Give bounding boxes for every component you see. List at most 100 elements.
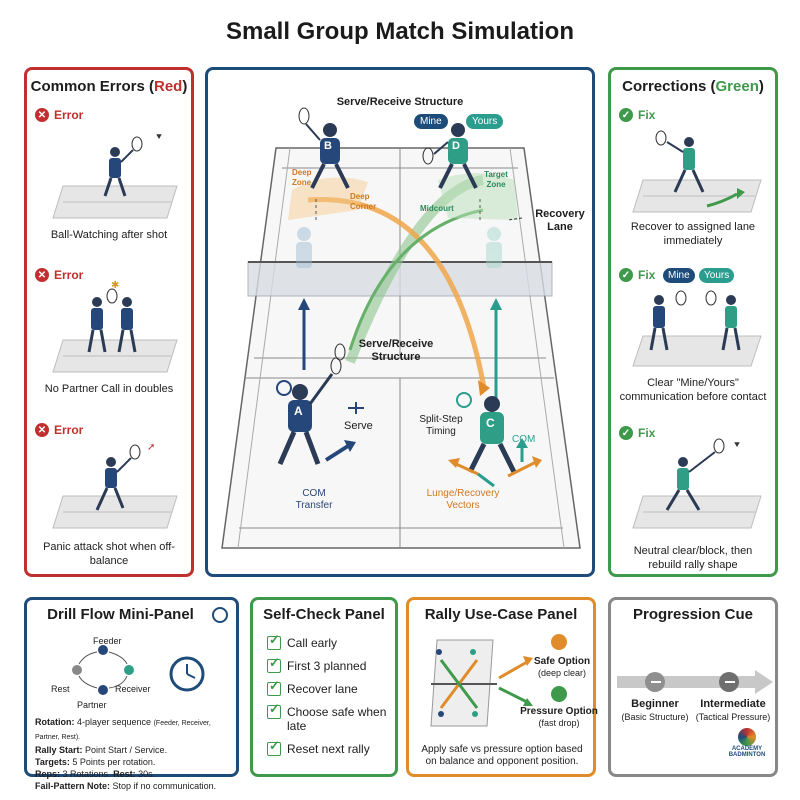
- drill-cycle-diagram: [72, 645, 205, 695]
- arc-orange: [307, 197, 487, 389]
- fix-caption-2: Clear "Mine/Yours" communication before …: [619, 377, 767, 403]
- mine-bubble: Mine: [663, 268, 695, 283]
- intermediate-label: Intermediate: [700, 698, 766, 710]
- cycle-rest: Rest: [51, 684, 70, 694]
- cycle-partner: Partner: [77, 700, 107, 710]
- fix-tag-2: ✓ Fix: [619, 268, 655, 282]
- side-line-left: [237, 147, 291, 549]
- side-line-right: [509, 147, 565, 549]
- x-icon: ✕: [35, 268, 49, 282]
- fix-illustration-3: ⯆: [632, 438, 762, 529]
- yours-bubble: Yours: [466, 114, 504, 129]
- drill-heading: Drill Flow Mini-Panel: [47, 606, 194, 623]
- check-icon: ✓: [619, 108, 633, 122]
- intermediate-sub: (Tactical Pressure): [695, 712, 771, 722]
- checkbox-icon[interactable]: [267, 702, 281, 719]
- safe-option-label: Safe Option: [533, 656, 591, 667]
- check-item[interactable]: Choose safe when late: [267, 702, 391, 733]
- mid-structure-label: Serve/Receive Structure: [358, 338, 434, 363]
- court-svg: [221, 107, 581, 549]
- rally-use-case-panel: Rally Use-Case Panel Safe Option (deep c…: [406, 597, 598, 777]
- check-item[interactable]: Reset next rally: [267, 739, 391, 756]
- fix-tag-3: ✓ Fix: [619, 426, 655, 440]
- x-icon: ✕: [35, 423, 49, 437]
- recovery-lane-label: Recovery Lane: [535, 208, 585, 233]
- academy-logo: ACADEMY BADMINTON: [719, 728, 775, 772]
- rotate-icon: [169, 656, 205, 692]
- errors-heading: Common Errors (Red): [30, 78, 188, 95]
- progression-panel: Progression Cue Beginner (Basic Structur…: [608, 597, 778, 777]
- drill-line-fail-pattern: Fail-Pattern Note: Stop if no communicat…: [35, 781, 217, 791]
- error-tag-3: ✕ Error: [35, 423, 83, 437]
- drill-lines: Rotation: 4-player sequence (Feeder, Rec…: [35, 716, 235, 792]
- target-icon: [551, 686, 567, 702]
- svg-text:✱: ✱: [111, 280, 119, 291]
- player-a-label: A: [294, 404, 303, 418]
- com-transfer-label: COM Transfer: [295, 488, 333, 511]
- clock-icon: [212, 607, 228, 623]
- drill-line-reps: Reps: 3 Rotations. Rest: 30s.: [35, 769, 156, 779]
- lunge-recovery-label: Lunge/Recovery Vectors: [426, 488, 500, 511]
- progression-arrow: [617, 670, 773, 694]
- pressure-option-label: Pressure Option: [520, 706, 598, 717]
- checkbox-icon[interactable]: [267, 679, 281, 696]
- check-item[interactable]: Recover lane: [267, 679, 391, 696]
- check-item[interactable]: Call early: [267, 633, 391, 650]
- fix-illustration-1: [632, 130, 762, 213]
- yours-bubble: Yours: [699, 268, 735, 283]
- check-item[interactable]: First 3 planned: [267, 656, 391, 673]
- player-a-body: [288, 400, 312, 432]
- logo-icon: [738, 728, 756, 746]
- checkbox-icon[interactable]: [267, 633, 281, 650]
- serve-label: Serve: [344, 420, 373, 432]
- net: [247, 261, 553, 297]
- split-step-label: Split-Step Timing: [419, 414, 463, 437]
- cycle-receiver: Receiver: [115, 684, 151, 694]
- player-d-body: [448, 138, 468, 164]
- scale-icon: [551, 634, 567, 650]
- error-caption-2: No Partner Call in doubles: [44, 383, 174, 395]
- drill-flow-panel: Drill Flow Mini-Panel Feeder Receiver Pa…: [24, 597, 239, 791]
- common-errors-panel: Common Errors (Red) ✕ Error ⯆ Ball-Watch…: [24, 67, 194, 577]
- corrections-panel: Corrections (Green) ✓ Fix Recover to ass…: [608, 67, 778, 577]
- error-tag-1: ✕ Error: [35, 108, 83, 122]
- progression-heading: Progression Cue: [632, 606, 754, 623]
- top-structure-label: Serve/Receive Structure: [336, 96, 464, 108]
- beginner-sub: (Basic Structure): [621, 712, 689, 722]
- court-diagram-panel: Serve/Receive Structure Mine Yours B D D…: [205, 67, 595, 577]
- midcourt-label: Midcourt: [420, 204, 454, 213]
- player-c-label: C: [486, 416, 495, 430]
- ghost-figures: [296, 227, 502, 268]
- checkbox-icon[interactable]: [267, 656, 281, 673]
- stopwatch-icon: [276, 380, 292, 396]
- check-icon: ✓: [619, 426, 633, 440]
- drill-line-targets: Targets: 5 Points per rotation.: [35, 757, 156, 767]
- fix-caption-3: Neutral clear/block, then rebuild rally …: [633, 545, 753, 571]
- safe-option-sub: (deep clear): [537, 668, 587, 678]
- rally-heading: Rally Use-Case Panel: [424, 606, 578, 623]
- x-icon: ✕: [35, 108, 49, 122]
- mine-bubble: Mine: [414, 114, 448, 129]
- cycle-feeder: Feeder: [93, 636, 122, 646]
- rally-caption: Apply safe vs pressure option based on b…: [421, 744, 583, 767]
- svg-text:➚: ➚: [147, 442, 155, 453]
- target-zone-shade: [438, 173, 518, 220]
- beginner-label: Beginner: [631, 698, 679, 710]
- error-tag-2: ✕ Error: [35, 268, 83, 282]
- check-icon: ✓: [619, 268, 633, 282]
- deep-zone-label: Deep Zone: [292, 168, 312, 187]
- error-caption-3: Panic attack shot when off-balance: [43, 541, 175, 567]
- corrections-heading: Corrections (Green): [622, 78, 764, 95]
- error-caption-1: Ball-Watching after shot: [50, 229, 168, 241]
- error-illustration-3: ➚: [52, 442, 178, 529]
- com-label: COM: [512, 434, 536, 445]
- deep-corner-label: Deep Corner: [350, 192, 377, 211]
- error-illustration-1: ⯆: [52, 132, 178, 219]
- rally-diagram: [430, 634, 567, 727]
- player-c-body: [480, 412, 504, 444]
- checkbox-icon[interactable]: [267, 739, 281, 756]
- check-heading: Self-Check Panel: [263, 606, 385, 623]
- deep-zone-shade: [288, 177, 368, 220]
- fix-caption-1: Recover to assigned lane immediately: [630, 221, 756, 247]
- svg-text:⯆: ⯆: [155, 132, 163, 143]
